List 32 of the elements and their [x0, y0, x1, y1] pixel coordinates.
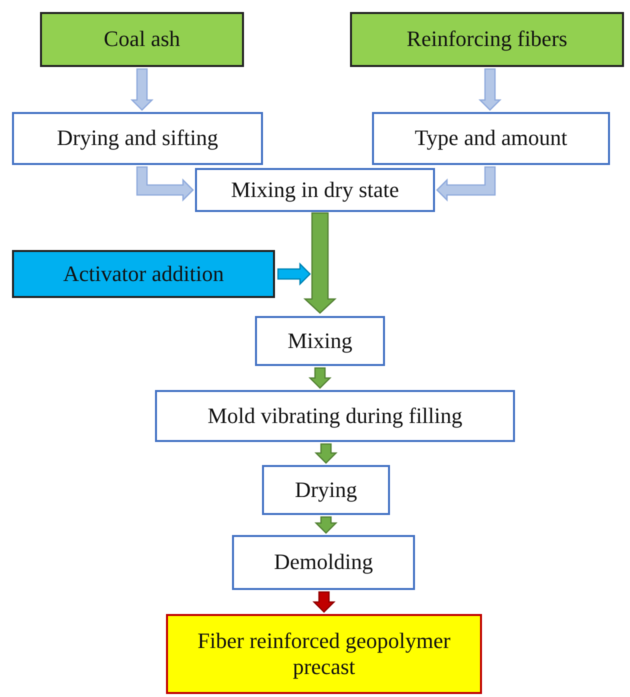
process-box: [155, 390, 515, 442]
node-label: Fiber reinforced geopolymer precast: [196, 628, 452, 680]
process-box: [372, 112, 610, 165]
arrow: [314, 516, 338, 534]
node-label: Mixing: [286, 328, 354, 354]
input-box: [166, 614, 482, 694]
input-box: [12, 250, 275, 298]
arrow: [277, 262, 311, 286]
process-box: [255, 316, 385, 366]
input-box: [350, 12, 624, 67]
node-label: Drying and sifting: [56, 125, 220, 152]
arrow: [136, 166, 194, 202]
process-box: [232, 535, 415, 590]
node-label: Mold vibrating during filling: [206, 402, 464, 430]
arrow: [314, 443, 338, 464]
arrow: [478, 68, 502, 111]
node-label: Drying: [294, 476, 358, 504]
node-label: Reinforcing fibers: [406, 26, 568, 53]
arrow: [130, 68, 154, 111]
input-box: [40, 12, 244, 67]
process-box: [12, 112, 263, 165]
arrow: [308, 367, 332, 389]
process-box: [195, 168, 435, 212]
node-label: Type and amount: [414, 125, 568, 152]
process-box: [262, 465, 390, 515]
node-label: Activator addition: [62, 260, 225, 288]
node-label: Demolding: [273, 549, 374, 576]
arrow: [436, 166, 496, 202]
arrow: [303, 212, 337, 314]
node-label: Mixing in dry state: [230, 176, 400, 204]
arrow: [312, 591, 336, 613]
node-label: Coal ash: [102, 26, 182, 53]
